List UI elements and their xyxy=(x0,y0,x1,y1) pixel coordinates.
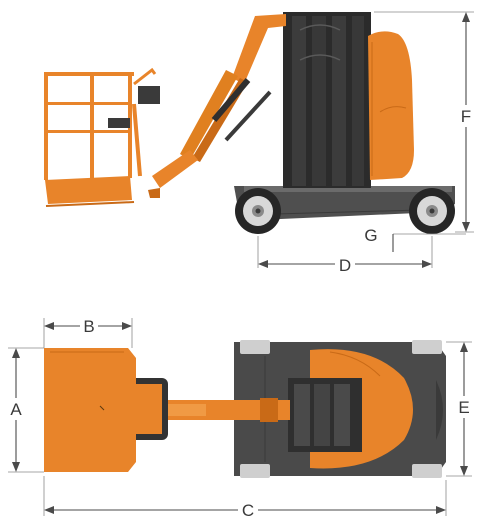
dimension-label-f: F xyxy=(461,107,471,126)
side-platform xyxy=(44,67,160,207)
side-lower-arm xyxy=(148,150,198,198)
dimension-c: C xyxy=(43,476,447,519)
top-turret xyxy=(288,349,413,469)
side-upper-arm xyxy=(180,14,286,162)
dimension-label-a: A xyxy=(10,400,22,419)
dimension-label-b: B xyxy=(83,317,94,336)
dimension-label-e: E xyxy=(458,398,469,417)
side-view: F G D xyxy=(44,11,474,275)
side-mast xyxy=(283,12,371,188)
dimension-f: F xyxy=(374,11,474,233)
side-front-wheel xyxy=(409,188,455,234)
dimension-label-c: C xyxy=(242,501,254,519)
dimension-label-d: D xyxy=(339,256,351,275)
dimension-a: A xyxy=(7,347,44,473)
top-jib-arm xyxy=(166,398,290,422)
dimension-label-g: G xyxy=(364,226,377,245)
dimension-g: G xyxy=(364,226,466,252)
side-rear-wheel xyxy=(235,188,281,234)
top-view: B A E C xyxy=(7,316,473,519)
dimension-e: E xyxy=(446,341,473,477)
side-counterweight xyxy=(368,31,414,180)
top-platform xyxy=(44,348,136,472)
dimension-d: D xyxy=(257,236,433,275)
dimension-b: B xyxy=(43,316,133,348)
